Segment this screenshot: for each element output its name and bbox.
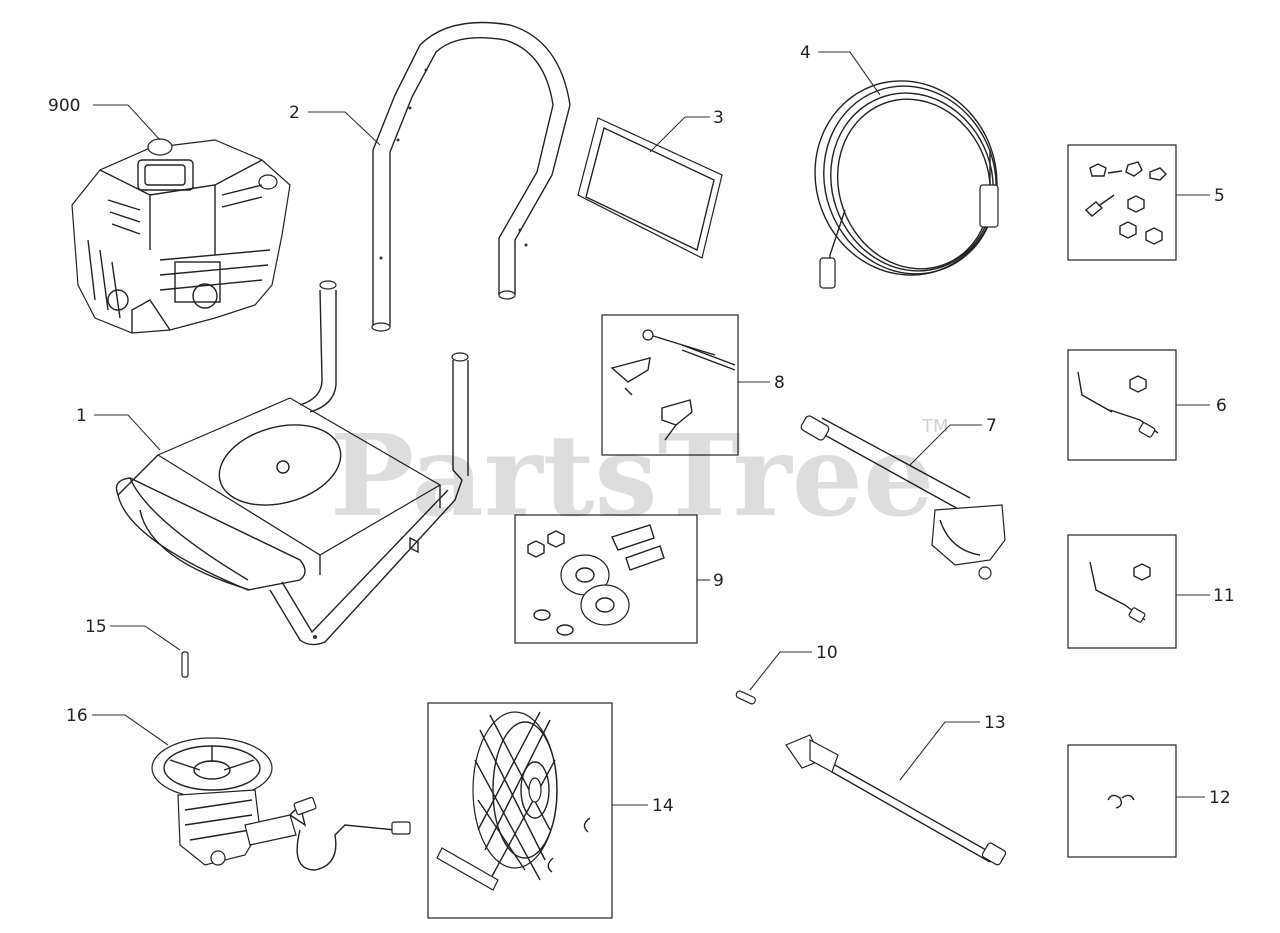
pin-15-part[interactable] — [181, 651, 189, 678]
callout-15: 15 — [85, 617, 107, 637]
spray-gun-part[interactable] — [800, 415, 1006, 580]
manual-part[interactable] — [577, 117, 723, 259]
callout-16: 16 — [66, 706, 88, 726]
callout-10: 10 — [816, 643, 838, 663]
callout-6: 6 — [1216, 396, 1227, 416]
pump-part[interactable] — [151, 737, 411, 871]
handle-part[interactable] — [371, 21, 571, 332]
callout-13: 13 — [984, 713, 1006, 733]
callout-1: 1 — [76, 406, 87, 426]
callout-2: 2 — [289, 103, 300, 123]
hardware-kit-6-part[interactable] — [1067, 349, 1177, 461]
callout-9: 9 — [713, 571, 724, 591]
callout-14: 14 — [652, 796, 674, 816]
pin-10-part[interactable] — [735, 690, 756, 705]
callout-4: 4 — [800, 43, 811, 63]
watermark-text: PartsTree — [330, 411, 934, 542]
hose-part[interactable] — [788, 55, 1024, 301]
callout-3: 3 — [713, 108, 724, 128]
leader-lines — [92, 51, 1210, 806]
callout-12: 12 — [1209, 788, 1231, 808]
clip-kit-12-part[interactable] — [1067, 744, 1177, 858]
callout-labels: 900 2 3 4 5 1 8 7 6 9 11 15 10 16 13 14 … — [48, 43, 1235, 816]
callout-8: 8 — [774, 373, 785, 393]
hardware-kit-8-part[interactable] — [601, 314, 739, 456]
callout-900: 900 — [48, 96, 80, 116]
wheel-kit-14-part[interactable] — [427, 702, 613, 919]
callout-5: 5 — [1214, 186, 1225, 206]
hardware-kit-11-part[interactable] — [1067, 534, 1177, 649]
frame-part[interactable] — [115, 280, 469, 646]
wand-part[interactable] — [785, 734, 1007, 866]
hardware-kit-5-part[interactable] — [1067, 144, 1177, 261]
callout-11: 11 — [1213, 586, 1235, 606]
wheel-kit-9-part[interactable] — [514, 514, 698, 644]
watermark-trademark: TM — [921, 416, 949, 437]
callout-7: 7 — [986, 416, 997, 436]
engine-part[interactable] — [71, 138, 291, 334]
